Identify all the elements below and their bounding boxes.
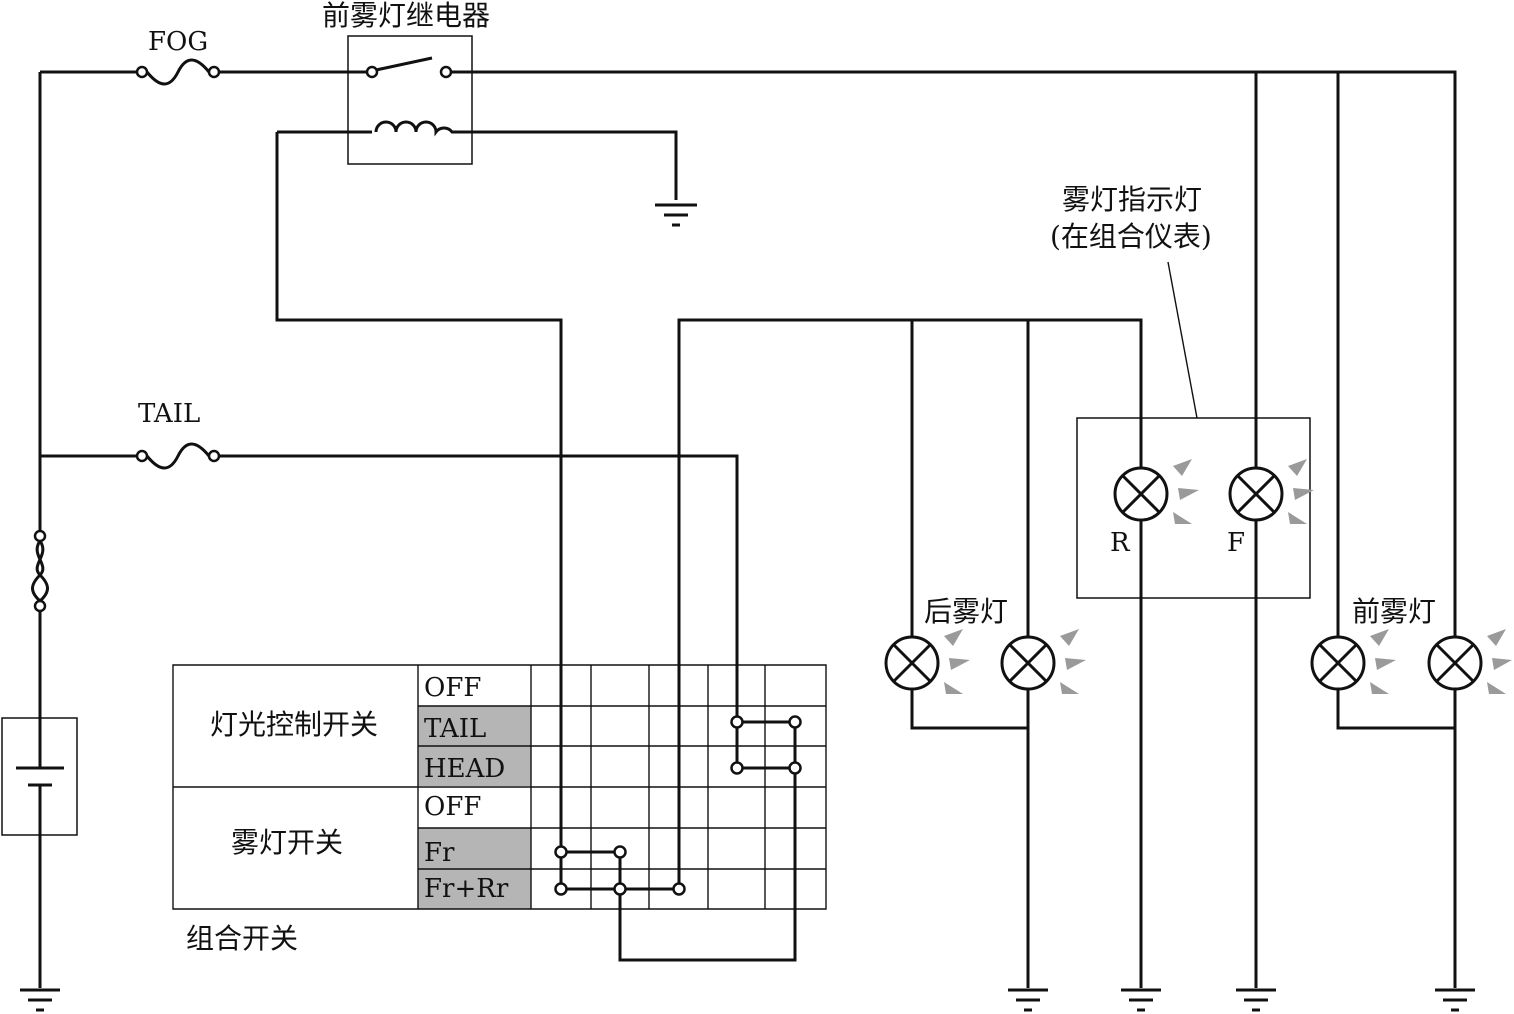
tail-fuse-label: TAIL [138,399,200,429]
rear-fog-label: 后雾灯 [924,595,1008,628]
rear-fog-ground-icon [1008,988,1048,1012]
fog-fuse-label: FOG [148,27,208,57]
fog-bus-wiring [677,72,1455,988]
fog-indicator-panel: 雾灯指示灯 (在组合仪表) R F [1050,183,1311,599]
front-fog-ground-icon [1435,988,1475,1012]
front-fog-lamp-right-icon [1427,629,1512,694]
light-pos-tail: TAIL [424,714,486,744]
head-cell-highlight [418,746,531,786]
rear-indicator-lamp-icon [1113,459,1199,524]
fog-switch-name: 雾灯开关 [231,826,343,859]
front-fog-lamps: 前雾灯 [1310,595,1512,694]
fusible-link [31,529,49,613]
fog-pos-off: OFF [424,792,481,822]
tail-cell-highlight [418,706,531,746]
rear-indicator-ground-icon [1121,988,1161,1012]
rear-fog-lamp-right-icon [1000,629,1086,694]
indicator-subtitle: (在组合仪表) [1050,220,1212,253]
relay-ground-icon [655,203,697,227]
switch-contacts [554,715,802,962]
combination-switch-table: 灯光控制开关 雾灯开关 OFF TAIL HEAD OFF Fr Fr+Rr 组… [172,664,827,955]
indicator-title: 雾灯指示灯 [1062,183,1202,216]
light-switch-name: 灯光控制开关 [210,708,378,741]
tail-fuse: TAIL [135,399,221,470]
light-pos-head: HEAD [424,754,505,784]
battery-ground-icon [20,988,60,1012]
fog-fuse: FOG [135,27,221,86]
light-pos-off: OFF [424,673,481,703]
frrr-cell-highlight [418,869,531,909]
front-fog-relay: 前雾灯继电器 [275,0,678,852]
front-fog-label: 前雾灯 [1352,595,1436,628]
fog-pos-frrr: Fr+Rr [424,874,509,904]
combo-switch-label: 组合开关 [186,922,298,955]
indicator-r-label: R [1110,528,1131,558]
front-indicator-ground-icon [1236,988,1276,1012]
relay-label: 前雾灯继电器 [322,0,490,32]
front-indicator-lamp-icon [1228,459,1314,524]
fog-pos-fr: Fr [424,838,455,868]
rear-fog-lamp-left-icon [884,629,970,694]
battery [1,717,78,836]
indicator-f-label: F [1227,528,1245,558]
fr-cell-highlight [418,828,531,869]
front-fog-lamp-left-icon [1310,629,1396,694]
rear-fog-lamps: 后雾灯 [884,595,1086,694]
